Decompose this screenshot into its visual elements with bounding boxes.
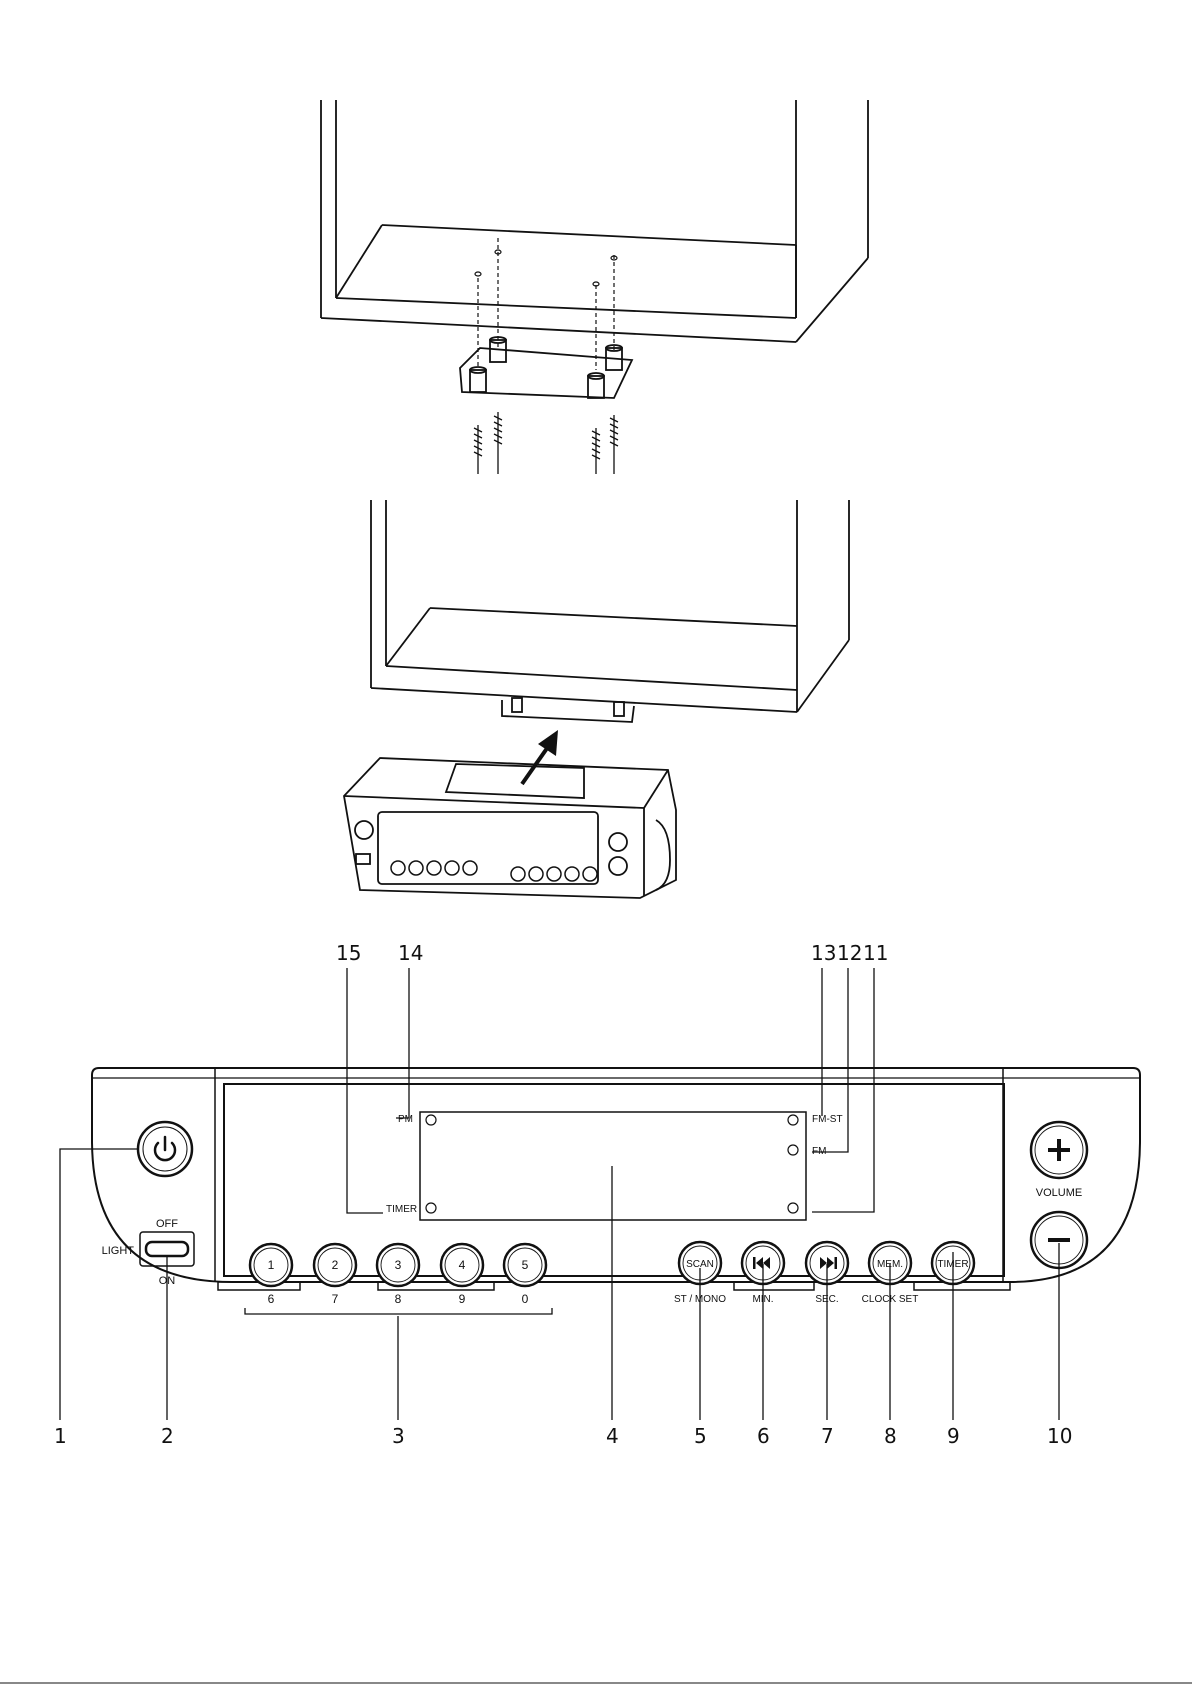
preset-alt-label: 9 [459,1292,466,1306]
light-label: LIGHT [102,1245,135,1257]
preset-alt-label: 6 [268,1292,275,1306]
front-panel-figure: PM TIMER FM-ST FM [92,1068,1140,1314]
light-off-label: OFF [156,1218,178,1230]
preset-alt-label: 0 [522,1292,529,1306]
lcd-display [420,1112,806,1220]
callout-8: 8 [884,1424,897,1448]
fm-st-indicator [788,1115,798,1125]
callout-1: 1 [54,1424,67,1448]
callout-4: 4 [606,1424,619,1448]
callout-15: 15 [336,941,361,965]
callout-14: 14 [398,941,423,965]
preset-button-label: 3 [395,1258,402,1272]
callout-5: 5 [694,1424,707,1448]
mounting-figure-1 [321,100,868,474]
preset-button-2[interactable]: 2 [314,1244,356,1286]
mounting-figure-2 [344,500,849,898]
callout-3: 3 [392,1424,405,1448]
callout-9: 9 [947,1424,960,1448]
callout-12: 12 [837,941,862,965]
timer-indicator-label: TIMER [386,1204,417,1215]
callout-10: 10 [1047,1424,1072,1448]
callout-6: 6 [757,1424,770,1448]
preset-button-label: 2 [332,1258,339,1272]
pm-label: PM [398,1114,413,1125]
preset-button-5[interactable]: 5 [504,1244,546,1286]
callout-lines [60,968,1059,1420]
pm-indicator [426,1115,436,1125]
preset-button-label: 5 [522,1258,529,1272]
fm-st-label: FM-ST [812,1114,843,1125]
callout-numbers: 15 14 13 12 11 1 2 3 4 5 6 7 8 9 10 [54,941,1072,1448]
preset-alt-label: 8 [395,1292,402,1306]
display-corner-dot [788,1203,798,1213]
preset-button-3[interactable]: 3 [377,1244,419,1286]
timer-indicator [426,1203,436,1213]
radio-housing [92,1068,1140,1282]
callout-7: 7 [821,1424,834,1448]
volume-label: VOLUME [1036,1187,1082,1199]
preset-button-1[interactable]: 1 [250,1244,292,1286]
callout-11: 11 [863,941,888,965]
preset-button-label: 4 [459,1258,466,1272]
preset-button-label: 1 [268,1258,275,1272]
preset-bracket [245,1308,552,1314]
preset-alt-label: 7 [332,1292,339,1306]
callout-2: 2 [161,1424,174,1448]
preset-button-4[interactable]: 4 [441,1244,483,1286]
volume-up-button[interactable] [1031,1122,1087,1178]
callout-13: 13 [811,941,836,965]
power-button[interactable] [138,1122,192,1176]
fm-indicator [788,1145,798,1155]
